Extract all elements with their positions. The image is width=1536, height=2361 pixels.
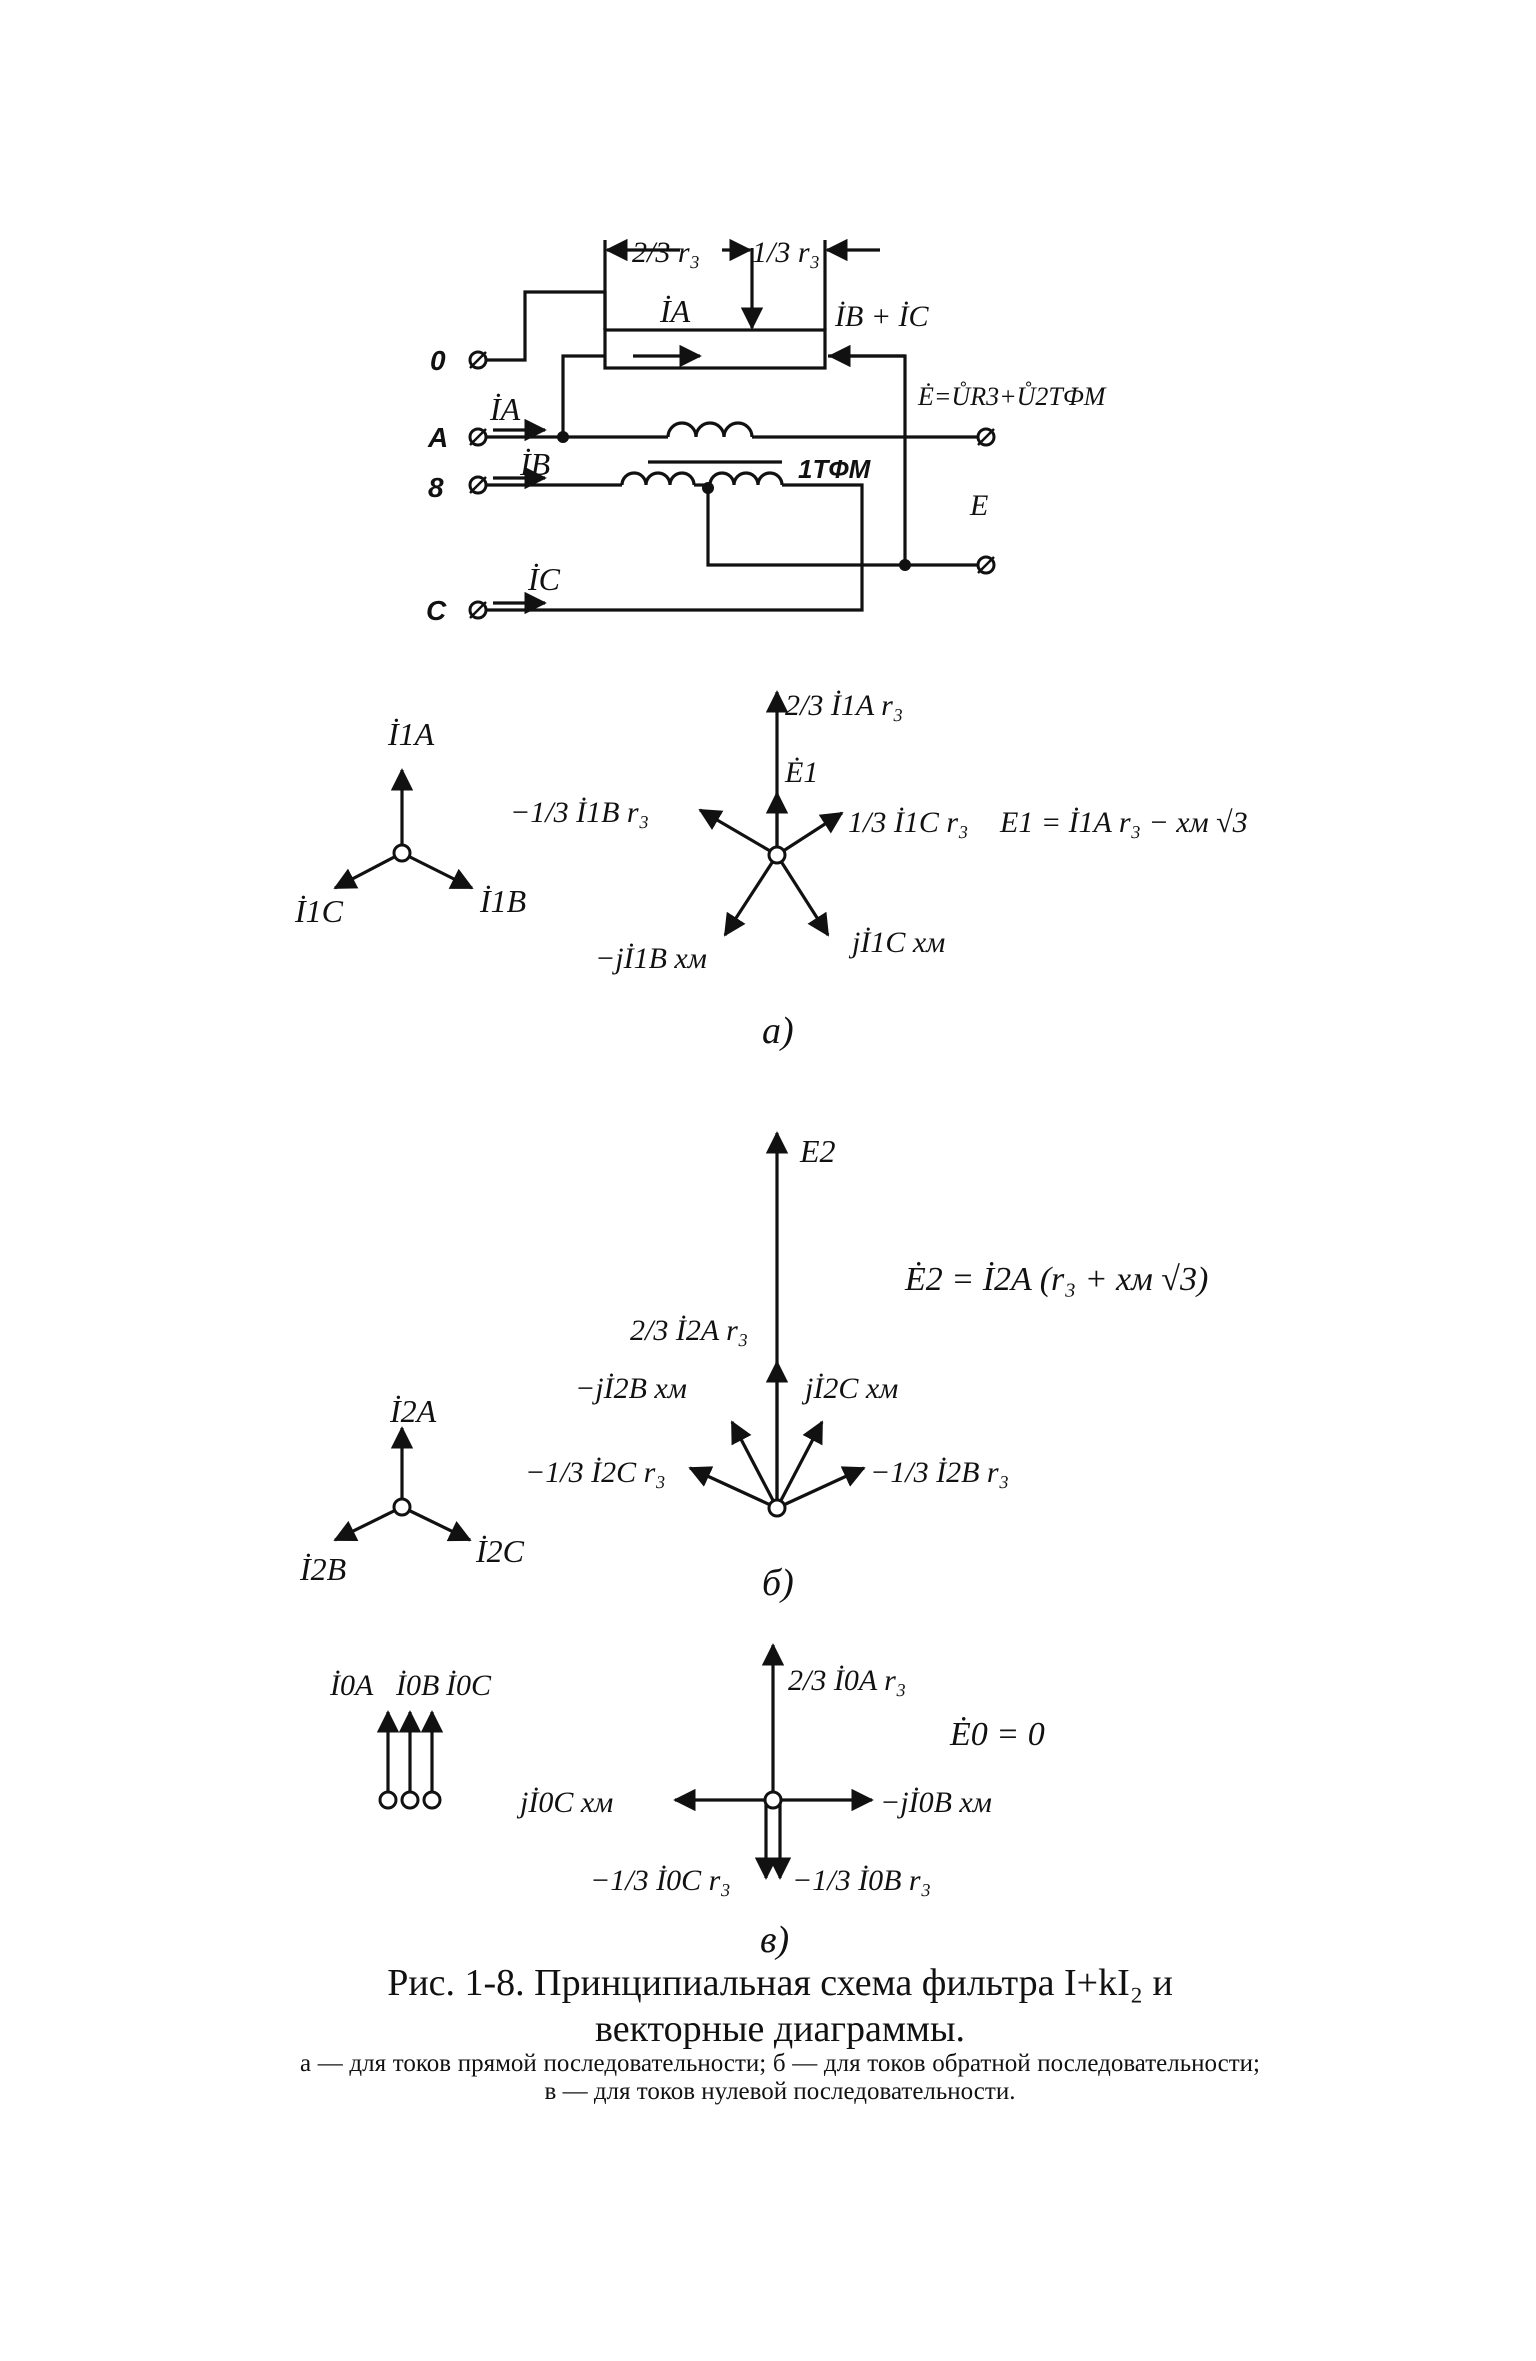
label-one-third-r3: 1/3 r₃ bbox=[752, 236, 820, 269]
label-emf-equation: Ė=ŮR3+Ů2TФM bbox=[917, 382, 1107, 411]
zero-label-c: İ0C bbox=[445, 1669, 492, 1702]
label-b-left-lower: −1/3 İ2C r₃ bbox=[525, 1456, 666, 1489]
transformer-primary bbox=[666, 421, 754, 438]
label-b-right-upper: jİ2C xм bbox=[801, 1372, 898, 1405]
star-a-label-c: İ1C bbox=[294, 893, 344, 929]
star-a-vector-b bbox=[401, 851, 474, 890]
terminal-label-c: C bbox=[426, 595, 447, 626]
label-a-right: 1/3 İ1C r₃ bbox=[848, 806, 968, 839]
star-a-vector-c bbox=[333, 851, 403, 890]
terminal-label-a: A bbox=[427, 422, 448, 453]
terminal-0 bbox=[468, 350, 488, 370]
label-b-up: 2/3 İ2A r₃ bbox=[630, 1314, 748, 1347]
panel-label-b: б) bbox=[762, 1562, 794, 1604]
label-phase-a-current: İA bbox=[489, 391, 521, 427]
vec-b-left-lower bbox=[688, 1466, 778, 1510]
label-b-e2: E2 bbox=[799, 1133, 836, 1169]
equation-c: Ė0 = 0 bbox=[949, 1716, 1045, 1753]
label-b-left-upper: −jİ2B xм bbox=[575, 1372, 687, 1405]
panel-label-a: а) bbox=[762, 1010, 794, 1052]
label-b-right-lower: −1/3 İ2B r₃ bbox=[870, 1456, 1009, 1489]
label-return-current: İB + İC bbox=[834, 300, 930, 333]
label-c-left: jİ0C xм bbox=[516, 1786, 613, 1819]
star-b-vector-c bbox=[401, 1505, 472, 1542]
star-b-vector-b bbox=[333, 1505, 403, 1542]
label-c-down-right: −1/3 İ0B r₃ bbox=[792, 1864, 931, 1897]
vec-a-right bbox=[776, 811, 844, 857]
vec-a-down-right bbox=[775, 854, 830, 937]
vec-a-left bbox=[698, 808, 778, 857]
vec-b-left-upper bbox=[730, 1420, 779, 1509]
label-c-right: −jİ0B xм bbox=[880, 1786, 992, 1819]
zero-label-a: İ0A bbox=[329, 1669, 374, 1702]
equation-b: Ė2 = İ2A (r₃ + xм √3) bbox=[904, 1261, 1208, 1298]
node-c bbox=[899, 559, 911, 571]
zero-label-b: İ0B bbox=[395, 1669, 439, 1702]
panel-c-diagrams: İ0A İ0B İ0C 2/3 İ0A r₃ Ė0 = 0 jİ0C xм −j… bbox=[329, 1643, 1045, 1961]
label-two-thirds-r3: 2/3 r₃ bbox=[632, 236, 700, 269]
terminal-b bbox=[468, 475, 488, 495]
transformer-secondary-1 bbox=[620, 471, 696, 486]
node-a bbox=[557, 431, 569, 443]
label-a-down-right: jİ1C xм bbox=[848, 926, 945, 959]
label-output-e: E bbox=[969, 489, 988, 522]
vec-a-down-left bbox=[723, 854, 779, 937]
label-phase-c-current: İC bbox=[527, 561, 561, 597]
terminal-label-0: 0 bbox=[430, 345, 446, 376]
equation-a: E1 = İ1A r₃ − xм √3 bbox=[999, 806, 1248, 839]
star-b-label-a: İ2A bbox=[389, 1393, 437, 1429]
vec-b-right-lower bbox=[776, 1466, 866, 1510]
transformer-secondary-2 bbox=[708, 471, 784, 486]
star-b-label-b: İ2B bbox=[299, 1551, 346, 1587]
label-a-e1: Ė1 bbox=[784, 756, 818, 789]
label-a-left: −1/3 İ1B r₃ bbox=[510, 796, 649, 829]
label-phase-b-current: İB bbox=[519, 446, 550, 482]
terminal-label-b: 8 bbox=[428, 472, 444, 503]
output-terminal-bottom bbox=[976, 555, 996, 575]
label-a-down-left: −jİ1B xм bbox=[595, 942, 707, 975]
star-a-label-b: İ1B bbox=[479, 883, 526, 919]
star-b-label-c: İ2C bbox=[475, 1533, 525, 1569]
resistor-r3 bbox=[603, 328, 827, 370]
circuit-diagram: 0 A 8 C 2/3 r₃ 1/3 r₃ İA İA İB İC İB + İ… bbox=[426, 236, 1107, 626]
star-a-label-a: İ1A bbox=[387, 716, 435, 752]
terminal-c bbox=[468, 600, 488, 620]
panel-a-diagrams: İ1A İ1C İ1B 2/3 İ1A r₃ Ė1 −1/3 İ1B r₃ 1/… bbox=[294, 689, 1248, 1052]
panel-label-c: в) bbox=[760, 1919, 789, 1961]
terminal-a bbox=[468, 427, 488, 447]
figure-caption-legend: а — для токов прямой последовательности;… bbox=[300, 2050, 1260, 2105]
vec-b-right-upper bbox=[775, 1420, 824, 1509]
label-c-down-left: −1/3 İ0C r₃ bbox=[590, 1864, 731, 1897]
label-c-up: 2/3 İ0A r₃ bbox=[788, 1664, 906, 1697]
figure-caption: Рис. 1-8. Принципиальная схема фильтра I… bbox=[387, 1962, 1173, 2050]
label-resistor-current: İA bbox=[659, 293, 691, 329]
label-a-up: 2/3 İ1A r₃ bbox=[785, 689, 903, 722]
output-terminal-top bbox=[976, 427, 996, 447]
label-transformer: 1TФM bbox=[798, 454, 872, 484]
panel-b-diagrams: İ2A İ2B İ2C E2 Ė2 = İ2A (r₃ + xм √3) 2/3… bbox=[299, 1131, 1208, 1604]
